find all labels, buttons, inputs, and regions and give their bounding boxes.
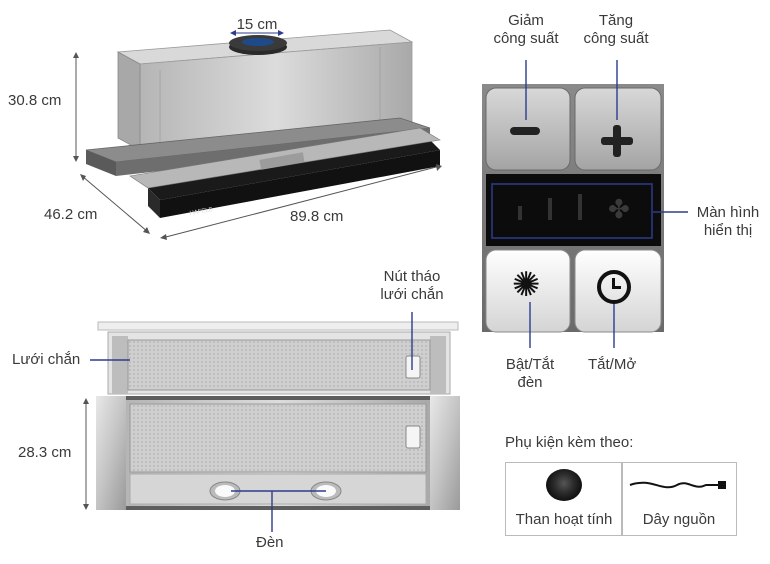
hood-depth-label: 46.2 cm — [44, 206, 98, 223]
decrease-power-label: Giảm công suất — [493, 12, 559, 47]
duct-diameter-label: 15 cm — [236, 16, 278, 33]
accessory-card-carbon-filter: Than hoạt tính — [505, 462, 623, 536]
dimension-lines-top — [73, 30, 442, 240]
front-dimension-line — [83, 398, 89, 510]
lights-label: Đèn — [256, 534, 284, 551]
minus-icon[interactable] — [510, 127, 540, 135]
filter-release-button-upper[interactable] — [405, 355, 421, 379]
accessory-label: Than hoạt tính — [515, 511, 613, 528]
fan-icon: ✤ — [608, 194, 630, 224]
filter-label: Lưới chắn — [12, 351, 81, 368]
hood-front-view — [96, 321, 460, 510]
display-label: Màn hình hiển thị — [696, 204, 760, 239]
filter-release-button-lower[interactable] — [405, 425, 421, 449]
timer-icon[interactable] — [597, 270, 631, 304]
power-cord-icon — [629, 481, 726, 489]
accessory-label: Dây nguồn — [642, 511, 716, 528]
control-panel — [482, 84, 664, 333]
lamp-left — [209, 481, 241, 501]
accessory-card-power-cord: Dây nguồn — [621, 462, 737, 536]
hood-height-label: 30.8 cm — [8, 92, 62, 109]
front-height-label: 28.3 cm — [18, 444, 72, 461]
control-leader-lines — [525, 60, 688, 348]
increase-power-label: Tăng công suất — [583, 12, 649, 47]
hood-width-label: 89.8 cm — [290, 208, 344, 225]
filter-release-label: Nút tháo lưới chắn — [380, 268, 444, 303]
brand-logo: HAFELE — [189, 207, 213, 217]
hood-top-view — [85, 29, 441, 218]
accessories-title: Phụ kiện kèm theo: — [505, 434, 634, 451]
light-icon[interactable]: ✺ — [512, 266, 541, 304]
front-leader-lines — [90, 312, 413, 532]
power-toggle-label: Tắt/Mở — [588, 356, 637, 373]
light-toggle-label: Bật/Tắt đèn — [505, 356, 555, 391]
carbon-filter-icon — [546, 469, 582, 501]
plus-icon[interactable] — [601, 125, 633, 157]
